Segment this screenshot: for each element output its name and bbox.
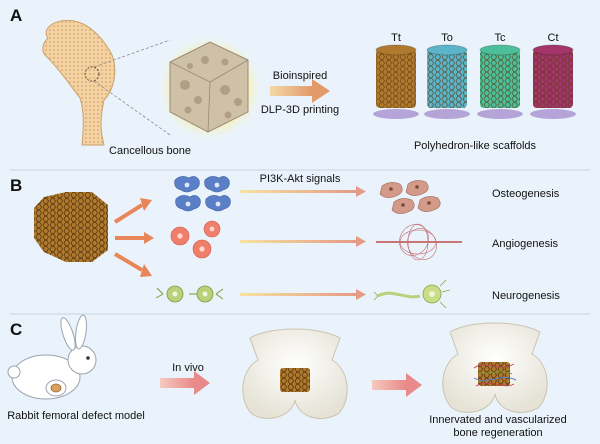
panel-label-b: B [10, 176, 23, 195]
rabbit-model-label: Rabbit femoral defect model [7, 410, 145, 422]
endothelial-cells [170, 220, 221, 259]
osteoblast-cells [174, 176, 231, 212]
scaffold-tt [373, 44, 419, 119]
scaffold-tc [477, 44, 523, 119]
outcome-angiogenesis: Angiogenesis [492, 238, 559, 250]
in-vivo-arrow [160, 371, 210, 395]
result-label-line2: bone regeneration [453, 427, 543, 439]
scaffold-unit-b [34, 192, 108, 262]
neural-cells [155, 285, 224, 303]
femoral-condyle-with-scaffold [242, 328, 348, 419]
scaffold-ct [530, 44, 576, 119]
regenerated-bone [442, 322, 548, 413]
fan-arrows [113, 198, 154, 277]
angiogenesis-vessel [376, 223, 462, 261]
scaffold-label-to: To [441, 32, 453, 44]
neurogenesis-neuron [373, 279, 451, 309]
scaffold-group [373, 44, 576, 119]
dlp-printing-label: DLP-3D printing [260, 104, 340, 116]
scaffold-label-tc: Tc [494, 32, 506, 44]
outcome-osteogenesis: Osteogenesis [492, 188, 560, 200]
osteogenesis-cells [379, 180, 441, 214]
regeneration-arrow [372, 373, 422, 397]
scaffold-label-tt: Tt [391, 32, 401, 44]
scaffold-to [424, 44, 470, 119]
bioinspired-arrow [270, 79, 330, 103]
zoom-lines [93, 39, 171, 136]
bioinspired-label: Bioinspired [272, 70, 328, 82]
scaffold-label-ct: Ct [547, 32, 559, 44]
result-label-line1: Innervated and vascularized [429, 414, 567, 426]
panel-label-c: C [10, 320, 23, 339]
cancellous-bone-cube [156, 34, 264, 142]
outcome-neurogenesis: Neurogenesis [492, 290, 560, 302]
signal-label: PI3K-Akt signals [259, 173, 341, 185]
in-vivo-label: In vivo [172, 362, 204, 374]
scaffolds-caption: Polyhedron-like scaffolds [413, 140, 537, 152]
cancellous-bone-label: Cancellous bone [109, 145, 191, 157]
signal-arrows [240, 186, 366, 300]
panel-label-a: A [10, 6, 23, 25]
femur-bone-illustration [42, 20, 116, 146]
rabbit-illustration [7, 314, 97, 400]
